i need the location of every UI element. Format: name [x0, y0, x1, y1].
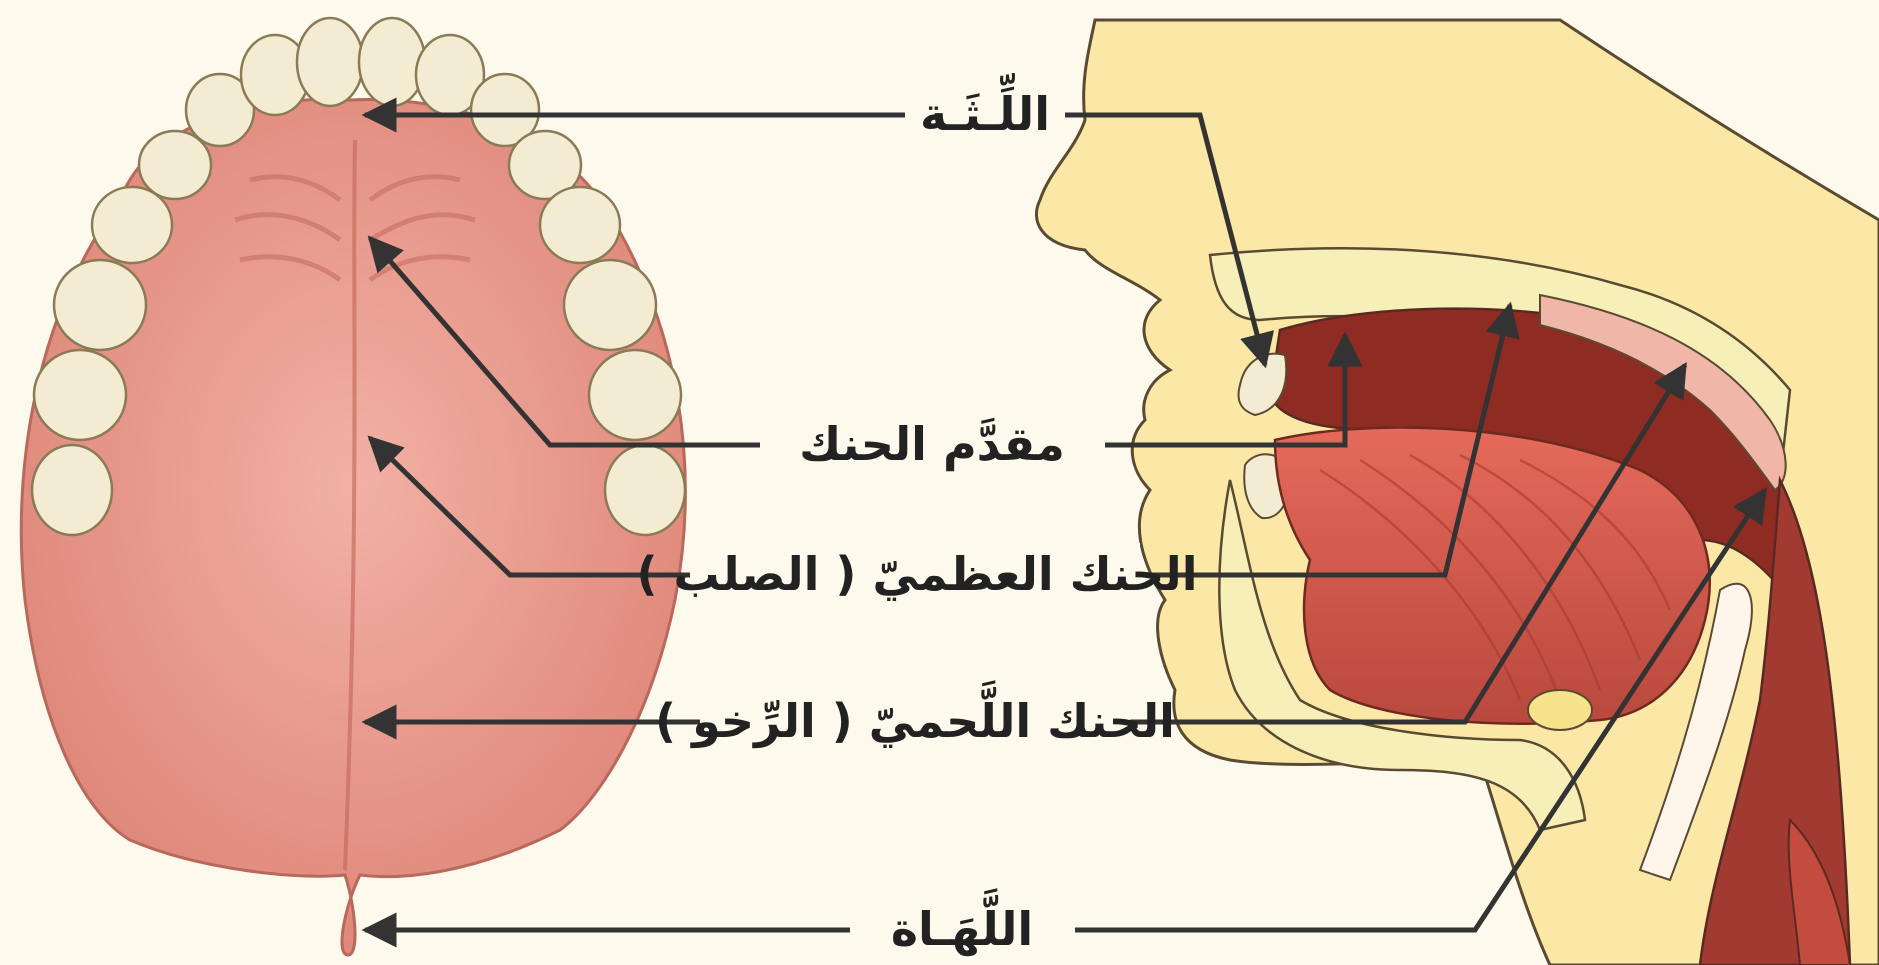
label-front-palate: مقدَّم الحنك: [799, 416, 1065, 471]
label-uvula: اللَّهَـاة: [891, 887, 1033, 956]
sagittal-section: [1036, 20, 1879, 965]
label-soft-palate: الحنك اللَّحميّ ( الرِّخو ): [655, 679, 1175, 748]
label-hard-palate: الحنك العظميّ ( الصلب ): [637, 547, 1198, 601]
hyoid-bone: [1528, 690, 1592, 730]
palate-top-view: [21, 18, 685, 955]
